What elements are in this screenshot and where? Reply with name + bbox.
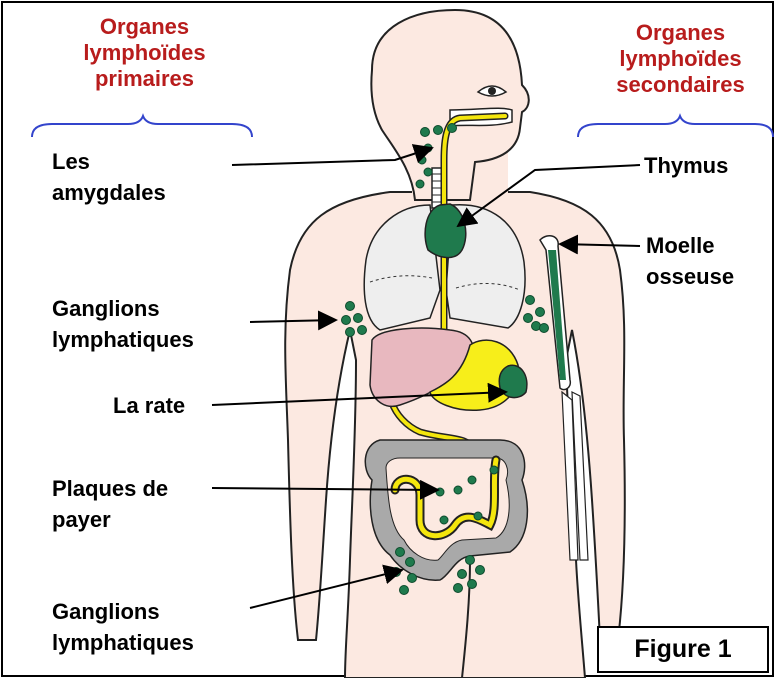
header-primary: Organes lymphoïdes primaires: [62, 14, 227, 92]
label-plaques-line-2: payer: [52, 504, 168, 535]
label-plaques-line-1: Plaques de: [52, 473, 168, 504]
header-primary-line-2: lymphoïdes: [62, 40, 227, 66]
label-thymus-line-1: Thymus: [644, 150, 728, 181]
header-primary-line-1: Organes: [62, 14, 227, 40]
label-moelle: Moelle osseuse: [646, 230, 734, 292]
figure-caption-box: Figure 1: [597, 626, 769, 673]
label-thymus: Thymus: [644, 150, 728, 181]
label-amygdales: Les amygdales: [52, 146, 166, 208]
thymus-organ: [425, 204, 466, 258]
label-amygdales-line-1: Les: [52, 146, 166, 177]
label-plaques: Plaques de payer: [52, 473, 168, 535]
label-moelle-line-1: Moelle: [646, 230, 734, 261]
header-secondary-line-2: lymphoïdes: [593, 46, 768, 72]
header-secondary-line-3: secondaires: [593, 72, 768, 98]
label-rate: La rate: [113, 390, 185, 421]
right-brace: [578, 116, 773, 137]
header-primary-line-3: primaires: [62, 66, 227, 92]
header-secondary-line-1: Organes: [593, 20, 768, 46]
left-brace: [32, 116, 252, 137]
label-ganglions-bottom-line-1: Ganglions: [52, 596, 194, 627]
label-ganglions-bottom: Ganglions lymphatiques: [52, 596, 194, 658]
label-ganglions-top: Ganglions lymphatiques: [52, 293, 194, 355]
label-amygdales-line-2: amygdales: [52, 177, 166, 208]
header-secondary: Organes lymphoïdes secondaires: [593, 20, 768, 98]
label-ganglions-top-line-2: lymphatiques: [52, 324, 194, 355]
figure-caption: Figure 1: [599, 634, 767, 665]
label-rate-line-1: La rate: [113, 390, 185, 421]
label-ganglions-top-line-1: Ganglions: [52, 293, 194, 324]
label-moelle-line-2: osseuse: [646, 261, 734, 292]
label-ganglions-bottom-line-2: lymphatiques: [52, 627, 194, 658]
